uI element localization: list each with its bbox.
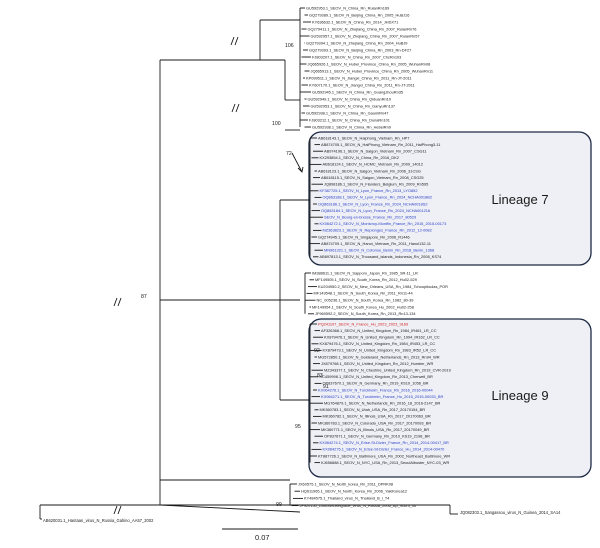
outgroup-hantaan: AB620031.1_Hantaan_virus_N_Russia_Gahino… — [43, 518, 154, 523]
taxon-label: JX879768.1_SEOV_N_United_Kingdom_Rn_2012… — [321, 361, 433, 366]
taxon-label: MK360783.1_SEOV_N_Colorado_USA_Rn_2017_2… — [318, 420, 431, 425]
taxon-label: JX60575.1_SEOV_N_North_korea_Rn_2011_DPR… — [298, 481, 393, 486]
taxon-label: GU592938.1_SEOV_N_China_Rn_GaomiRn47 — [306, 110, 388, 115]
branch-break-mark — [113, 297, 122, 307]
taxon-label: MZ363823.1_SEOV_N_Replonges_France_Rn_20… — [323, 228, 432, 233]
taxon-label: FJ803212.1_SEOV_N_China_Rn_DunaRn101 — [309, 117, 390, 122]
taxon-label: GU592957.1_SEOV_N_Zhejiang_China_Rn_2007… — [311, 33, 420, 38]
taxon-label: KX064275.1_SEOV_N_Erise-St-Dizier_France… — [323, 447, 446, 452]
outgroup-sangassou: JQ082303.1_Sangassou_virus_N_Guinea_2014… — [460, 510, 561, 515]
taxon-label: SEOV_N_Bourg-en-bresse_France_Rn_2017_80… — [324, 215, 416, 220]
bootstrap-83: 83 — [317, 373, 323, 379]
taxon-label: KX064276.1_SEOV_N_Turckheim_France_Rn_20… — [318, 387, 434, 392]
taxon-label: KX293854.1_SEOV_N_China_Rn_2016_DK2 — [320, 155, 399, 160]
taxon-label: KP099511.1_SEOV_N_Jiangxi_China_Rn_2011_… — [306, 75, 412, 80]
bootstrap-106: 106 — [285, 43, 294, 49]
taxon-label: AB618143.1_SEOV_N_Haiphong_Vietnam_Rn_HP… — [318, 135, 409, 140]
bootstrap-95: 95 — [295, 424, 301, 430]
taxon-label: GQ279411.1_SEOV_N_Zhejiang_China_Rn_2007… — [308, 26, 417, 31]
taxon-label: MK360782.1_SEOV_N_Illinois_USA_Rn_2017_2… — [323, 414, 431, 419]
scale-bar-label: 0.07 — [255, 533, 270, 542]
taxon-label: KX064271.1_SEOV_N_Turckheim_France_Hu_20… — [321, 394, 443, 399]
bootstrap-87: 87 — [141, 294, 147, 300]
arrow-icon — [291, 152, 304, 173]
bootstrap-92: 92 — [314, 348, 320, 354]
taxon-label: GU592938.1_SEOV_N_China_Rn_HebeiRn9 — [312, 124, 391, 129]
taxon-label: KX879476.1_SEOV_N_United_Kingdom_Rn_1994… — [324, 335, 440, 340]
taxon-label: MG764879.1_SEOV_N_Netherlands_Rn_2016_18… — [324, 401, 441, 406]
taxon-label: KT887726.1_SEOV_N_Baltimore_USA_Rn_2002_… — [318, 453, 450, 458]
taxon-label: AB618115.1_SEOV_N_Saigon_Vietnam_Rn_2008… — [321, 175, 424, 180]
taxon-label: MN961321.1_SEOV_N_Cotonou_Benin_Rn_2018_… — [324, 248, 434, 253]
lineage-9-box — [308, 318, 592, 478]
taxon-label: OQ863184.1_SEOV_N_Lyon_France_Rn_2024_NC… — [321, 208, 430, 213]
taxon-label: PQ241107_SEOV_N_France_Hu_2023_2023_9169 — [318, 321, 408, 326]
taxon-label: HQ611965.1_SEOV_N_North_Korea_Rn_2006_Ya… — [301, 489, 407, 494]
taxon-label: MF149548.1_SEOV_N_South_Korea_Rn_2011_Rn… — [314, 291, 414, 296]
taxon-label: KF387725.1_SEOV_N_Lyon_France_Rn_2013_LY… — [320, 188, 418, 193]
taxon-label: JQ665926.1_SEOV_N_Hubei_Province_China_R… — [308, 61, 431, 66]
taxon-label: JF920150_Dobrava-Belgrade_virus_N_Russia… — [300, 503, 417, 508]
taxon-label: KY484575.1_Thailand_virus_N_Thailand_B_i… — [304, 496, 390, 501]
taxon-label: KX064272.1_SEOV_N_Montcroy-Montfin_Franc… — [320, 221, 447, 226]
taxon-label: KY607170.1_SEOV_N_Jiangxi_China_Rn_2011_… — [309, 82, 415, 87]
taxon-label: GQ279394.1_SEOV_N_Zhejiang_China_Rn_2004… — [306, 40, 407, 45]
taxon-label: OQ863186.1_SEOV_N_Lyon_France_Rn_2024_NC… — [318, 201, 428, 206]
taxon-label: KU204950.2_SEOV_N_New_Orleans_USA_Rn_198… — [318, 284, 448, 289]
branch-break-mark — [113, 505, 122, 515]
taxon-label: MK360771.1_SEOV_N_Illinois_USA_Rn_2017_2… — [321, 427, 429, 432]
taxon-label: AB874705.1_SEOV_N_HaiPhong_Vietnam_Rn_20… — [321, 142, 440, 147]
bootstrap-91: 91 — [323, 384, 329, 390]
taxon-label: KY636632.1_SEOV_N_China_Rn_2014_JHDX71 — [312, 19, 398, 24]
taxon-label: AB618124.1_SEOV_N_HCMC_Vietnam_Rn_2009_1… — [323, 162, 424, 167]
taxon-label: AF326368.1_SEOV_N_United_Kingdom_Rn_1984… — [321, 328, 437, 333]
taxon-label: GQ279393.1_SEOV_N_Beijing_China_Rn_2003_… — [309, 47, 411, 52]
branch — [159, 504, 301, 513]
tree-branches — [39, 7, 458, 520]
taxon-label: GU592945.1_SEOV_N_China_Rn_GuangzhouRn35 — [312, 89, 403, 94]
bootstrap-72: 72 — [286, 151, 292, 157]
taxon-label: GU592953.1_SEOV_N_China_Rn_RuianRn169 — [306, 5, 389, 10]
taxon-label: MG572850.1_SEOV_N_Goldeland_Netherlands_… — [318, 354, 440, 359]
taxon-label: GQ274945.1_SEOV_N_Singapore_Rn_2006_R144… — [318, 234, 410, 239]
taxon-label: NC_005236.1_SEOV_N_South_Korea_Rn_1982_8… — [317, 298, 414, 303]
bootstrap-100: 100 — [272, 121, 281, 127]
lineage-7-label: Lineage 7 — [491, 192, 548, 207]
taxon-label: KJ656888.1_SEOV_N_NYC_USA_Rn_2013_SeoulA… — [321, 460, 449, 465]
taxon-label: MF149954.1_SEOV_N_South_Korea_Hu_2002_Hu… — [312, 304, 414, 309]
taxon-label: MF149505.1_SEOV_N_South_Korea_Rn_2012_Hu… — [315, 277, 417, 282]
taxon-label: JF969592.2_SEOV_N_South_Korea_Rn_2013_Rn… — [315, 311, 416, 316]
taxon-label: KX064274.1_SEOV_N_Erise-St-Dizier_France… — [320, 440, 450, 445]
lineage-7-box — [308, 131, 592, 266]
branch-break-mark — [230, 36, 239, 46]
taxon-label: KX879473.1_SEOV_N_United_Kingdom_Rn_1983… — [323, 348, 437, 353]
taxon-label: OQ863188.1_SEOV_N_Lyon_France_Rn_2024_NC… — [323, 195, 433, 200]
bootstrap-99: 99 — [276, 502, 282, 508]
taxon-label: KX879476.1_SEOV_N_United_Kingdom_Rn_1984… — [320, 341, 436, 346]
taxon-label: AB618123.1_SEOV_N_Saigon_Vietnam_Rn_2006… — [318, 168, 421, 173]
taxon-label: GU592949.1_SEOV_N_China_Rn_QiduanRn10 — [308, 96, 392, 101]
branch-break-mark — [231, 103, 240, 113]
taxon-label: JQ665913.1_SEOV_N_Hubei_Province_China_R… — [311, 68, 434, 73]
taxon-label: JQ898186.1_SEOV_N_Flanders_Belgium_Rn_20… — [324, 182, 428, 187]
taxa-labels: GU592953.1_SEOV_N_China_Rn_RuianRn169GQ2… — [298, 5, 451, 508]
taxon-label: FJ803207.1_SEOV_N_China_Rn_2007_ChzRn103 — [312, 54, 401, 59]
taxon-label: OP837670.1_SEOV_N_Germany_Rn_2019_KS19_1… — [323, 381, 429, 386]
lineage-9-label: Lineage 9 — [491, 388, 548, 403]
taxon-label: OP837671.1_SEOV_N_Germany_Rn_2019_KS19_2… — [324, 434, 430, 439]
taxon-label: AB874709.1_SEOV_N_Hanoi_Vietnam_Rn_2011_… — [321, 241, 431, 246]
taxon-label: AB697813.1_SEOV_N_Thousand_islands_Indon… — [320, 254, 443, 259]
taxon-label: MZ343377.1_SEOV_N_Cheshire_United_Kingdo… — [324, 368, 451, 373]
taxon-label: GU592953.1_SEOV_N_China_Rn_GanyuRn137 — [311, 103, 396, 108]
taxon-label: AB974196.1_SEOV_N_Saigon_Vietnam_Rn_2007… — [324, 149, 427, 154]
taxon-label: KC459998.1_SEOV_N_United_Kingdom_Rn_2013… — [320, 374, 434, 379]
taxon-label: GQ279389.1_SEOV_N_Beijing_China_Rn_2005_… — [309, 12, 409, 17]
taxon-label: MK360783.1_SEOV_N_Utah_USA_Rn_2017_20170… — [320, 407, 426, 412]
annotations — [113, 36, 304, 515]
taxon-label: IM388611.1_SEOV_N_Sapporo_Japan_Rn_1985_… — [312, 270, 418, 275]
